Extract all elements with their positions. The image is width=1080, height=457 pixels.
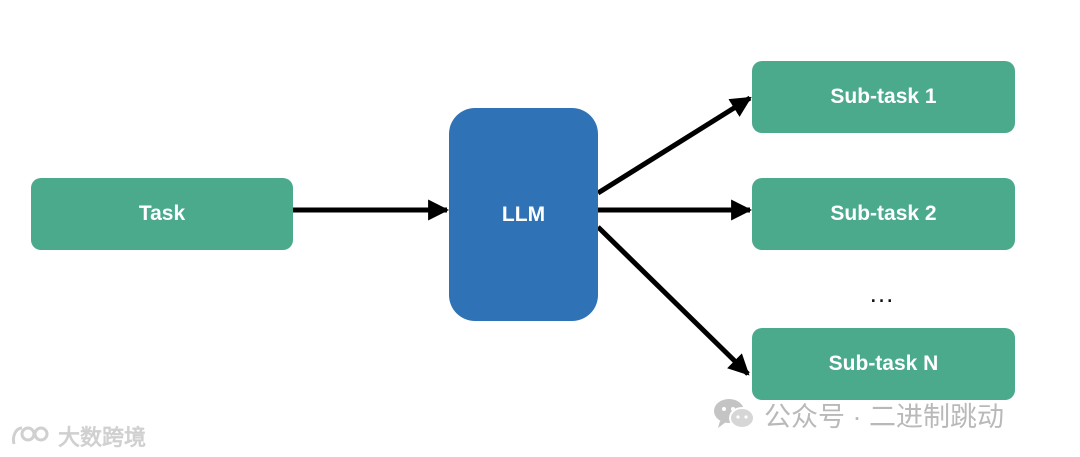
wechat-icon <box>714 399 755 429</box>
arrow-llm-to-sub1 <box>596 95 752 196</box>
watermark-brand: 大数跨境 <box>10 420 146 452</box>
node-task: Task <box>31 178 293 250</box>
node-sub-task-1: Sub-task 1 <box>752 61 1015 133</box>
node-sub-task-n: Sub-task N <box>752 328 1015 400</box>
node-llm: LLM <box>449 108 598 321</box>
node-sub-task-2-label: Sub-task 2 <box>830 202 937 225</box>
node-sub-task-2: Sub-task 2 <box>752 178 1015 250</box>
ellipsis: … <box>868 278 896 308</box>
node-llm-label: LLM <box>501 202 546 226</box>
watermark-wechat: 公众号 · 二进制跳动 <box>712 394 1004 434</box>
node-sub-task-n-label: Sub-task N <box>828 352 939 375</box>
logo-icon <box>12 426 49 445</box>
node-task-label: Task <box>138 202 186 225</box>
watermark-brand-text: 大数跨境 <box>58 425 147 450</box>
watermark-wechat-text: 公众号 · 二进制跳动 <box>764 401 1004 432</box>
arrow-llm-to-subn <box>596 225 750 376</box>
node-sub-task-1-label: Sub-task 1 <box>830 85 937 108</box>
